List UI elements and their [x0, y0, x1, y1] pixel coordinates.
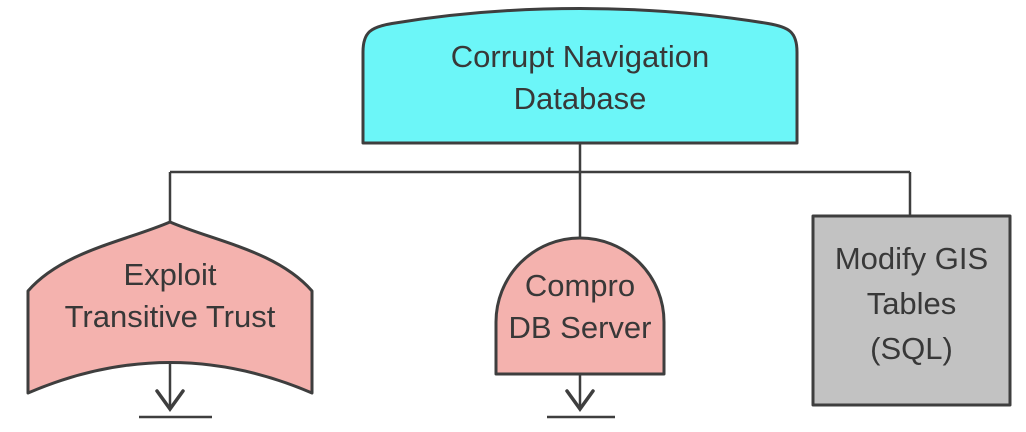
node-corrupt-navigation-database-label: Corrupt Navigation Database: [363, 36, 797, 120]
node-modify-gis-tables-shape: [811, 214, 1012, 407]
node-label-line: Transitive Trust: [64, 299, 276, 334]
arrowhead-down-icon: [565, 389, 595, 412]
node-label-line: Compro: [524, 268, 636, 303]
node-label-line: Database: [513, 81, 647, 116]
node-label-line: Exploit: [123, 257, 217, 292]
node-compro-db-server-shape: [494, 236, 666, 376]
arrow-left: [139, 364, 212, 419]
node-modify-gis-tables-label: Modify GIS Tables (SQL): [813, 236, 1010, 371]
node-label-line: (SQL): [870, 331, 953, 366]
node-exploit-transitive-trust-shape: [26, 220, 314, 395]
node-label-line: Modify GIS: [834, 241, 989, 276]
node-exploit-transitive-trust-label: Exploit Transitive Trust: [27, 254, 313, 338]
node-label-line: Tables: [866, 286, 957, 321]
node-compro-db-server-label: Compro DB Server: [496, 265, 664, 349]
node-corrupt-navigation-database-shape: [361, 7, 799, 145]
arrow-middle: [547, 374, 615, 419]
arrowhead-down-icon: [155, 389, 185, 412]
node-label-line: DB Server: [508, 310, 652, 345]
node-label-line: Corrupt Navigation: [450, 39, 710, 74]
